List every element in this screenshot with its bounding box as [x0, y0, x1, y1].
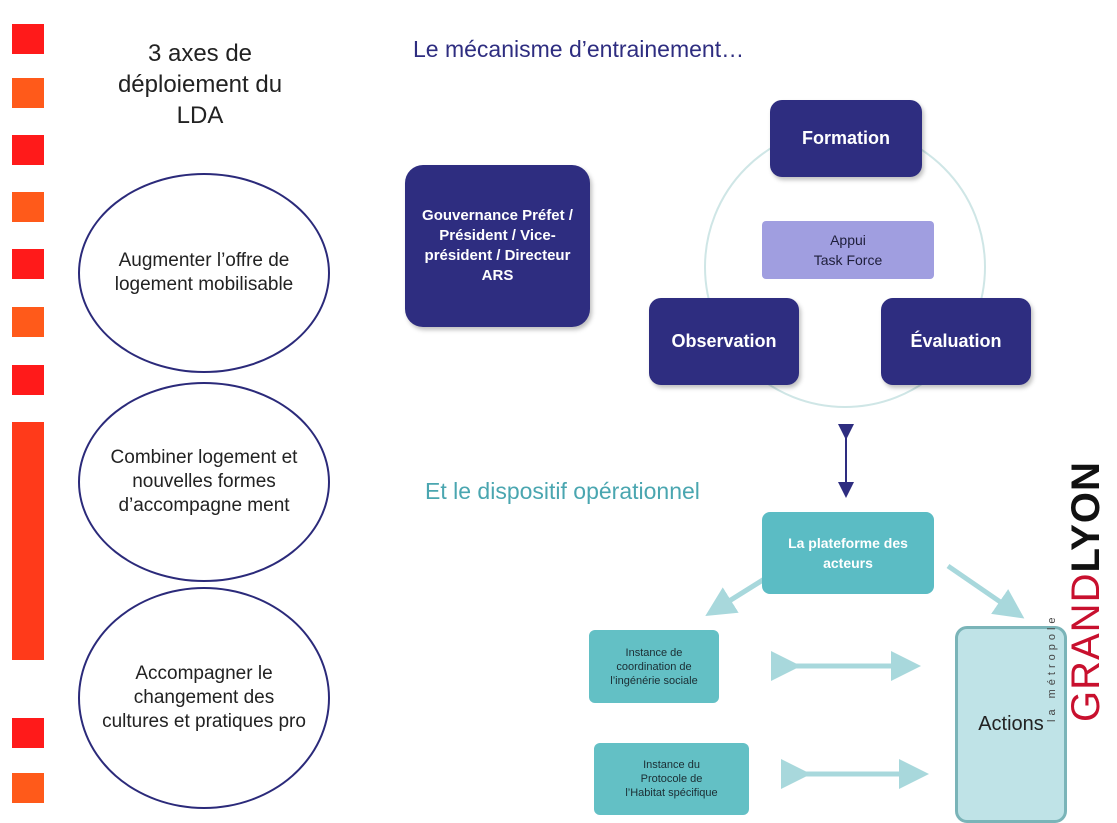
- heading-mecanisme: Le mécanisme d’entrainement…: [413, 36, 745, 62]
- decor-square: [12, 78, 44, 108]
- axis-label-3: Accompagner le changement des cultures e…: [102, 663, 306, 732]
- axis-ellipse-2: Combiner logement et nouvelles formes d’…: [78, 382, 330, 582]
- axis-label-1: Augmenter l’offre de logement mobilisabl…: [114, 250, 294, 295]
- gouvernance-label: Gouvernance Préfet / Président / Vice-pr…: [422, 207, 573, 284]
- decor-square: [12, 773, 44, 803]
- decor-bar: [12, 422, 44, 660]
- observation-label: Observation: [671, 331, 777, 351]
- axis-ellipse-1: Augmenter l’offre de logement mobilisabl…: [78, 173, 330, 373]
- actions-label: Actions: [978, 713, 1044, 735]
- box-actions: Actions: [955, 626, 1067, 823]
- decor-square: [12, 192, 44, 222]
- box-plateforme: La plateforme des acteurs: [762, 512, 934, 594]
- logo-subtitle: la métropole: [1046, 613, 1058, 722]
- box-evaluation: Évaluation: [881, 298, 1031, 385]
- arrow-to-actions: [946, 563, 1025, 619]
- decor-square: [12, 24, 44, 54]
- box-appui-task-force: Appui Task Force: [762, 221, 934, 279]
- decor-square: [12, 307, 44, 337]
- decor-square: [12, 718, 44, 748]
- axis-ellipse-3: Accompagner le changement des cultures e…: [78, 587, 330, 809]
- box-instance-protocole: Instance du Protocole de l’Habitat spéci…: [594, 743, 749, 815]
- box-observation: Observation: [649, 298, 799, 385]
- evaluation-label: Évaluation: [910, 331, 1002, 351]
- logo-lyon: LYON: [1064, 461, 1108, 573]
- formation-label: Formation: [802, 128, 890, 148]
- box-instance-coordination: Instance de coordination de l’ingénérie …: [589, 630, 719, 703]
- decor-square: [12, 249, 44, 279]
- box-formation: Formation: [770, 100, 922, 177]
- decor-square: [12, 365, 44, 395]
- heading-dispositif: Et le dispositif opérationnel: [425, 478, 700, 504]
- logo-grand: GRAND: [1064, 572, 1108, 722]
- axis-label-2: Combiner logement et nouvelles formes d’…: [110, 447, 298, 516]
- box-gouvernance: Gouvernance Préfet / Président / Vice-pr…: [405, 165, 590, 327]
- axes-title: 3 axes de déploiement du LDA: [117, 40, 283, 129]
- plateforme-label: La plateforme des acteurs: [788, 535, 908, 571]
- decor-square: [12, 135, 44, 165]
